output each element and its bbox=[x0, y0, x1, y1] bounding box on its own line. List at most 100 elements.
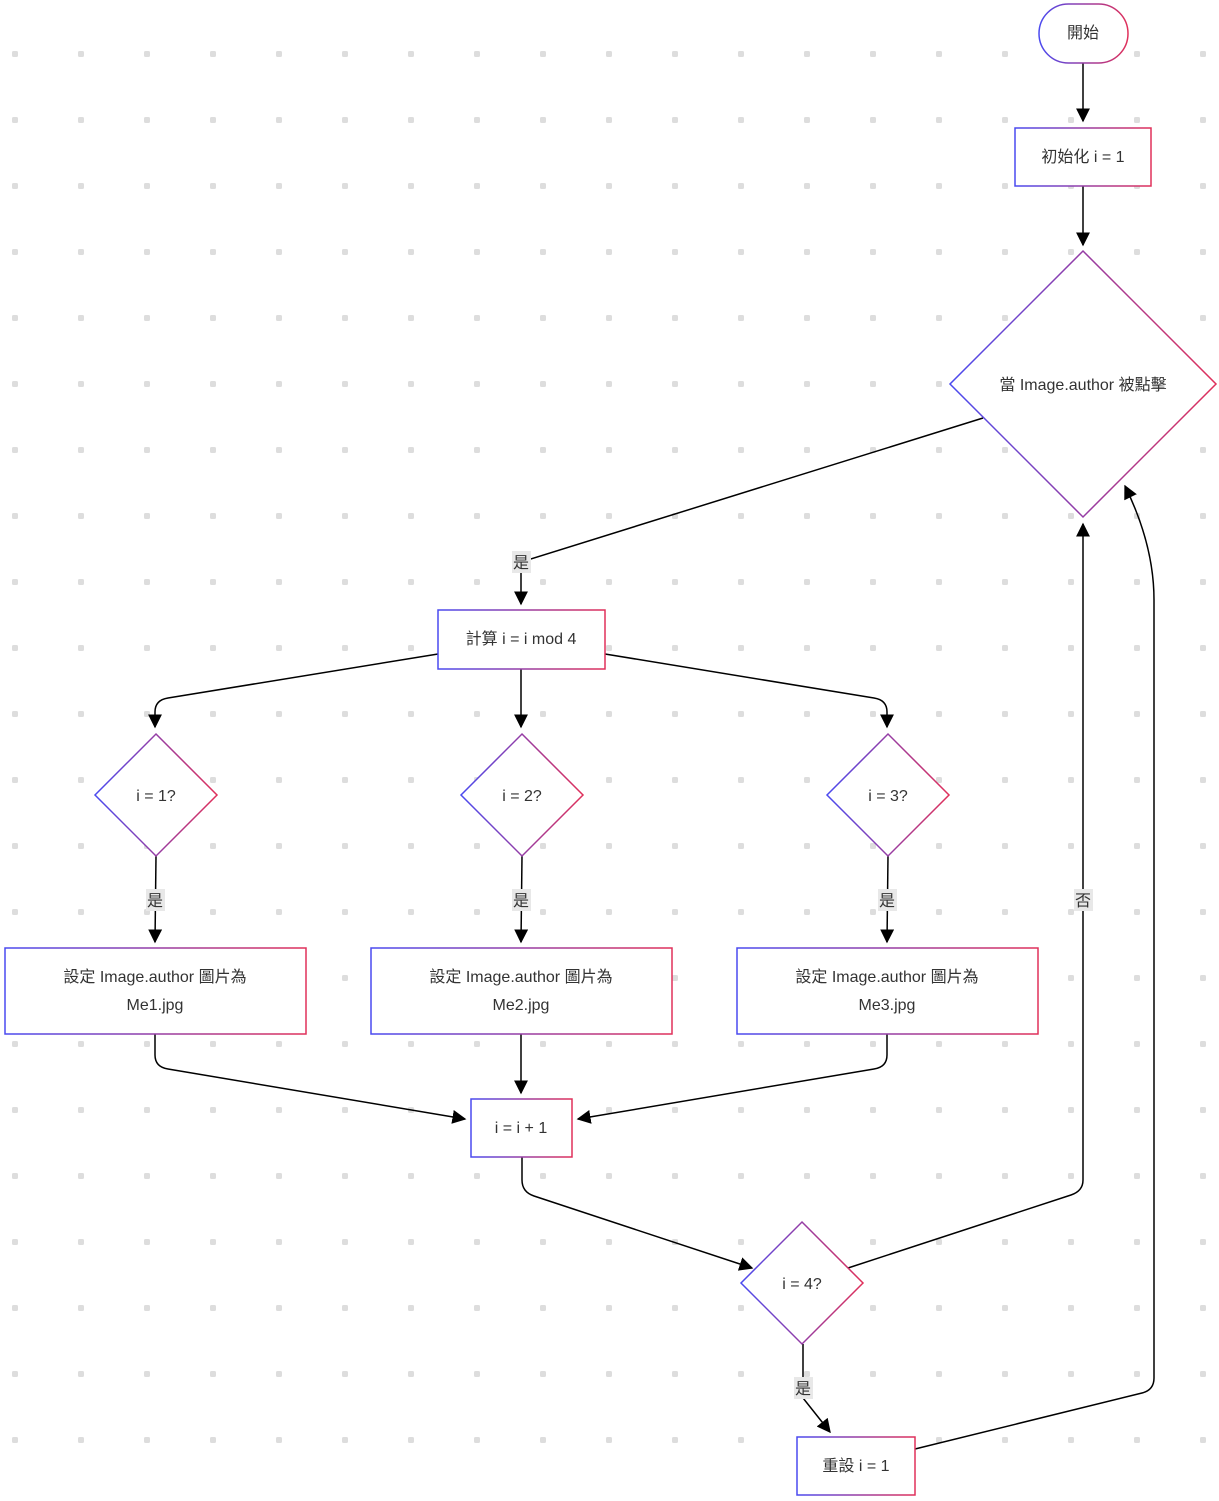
grid-dot bbox=[276, 315, 282, 321]
node-init[interactable]: 初始化 i = 1 bbox=[1014, 127, 1152, 187]
grid-dot bbox=[276, 645, 282, 651]
grid-dot bbox=[540, 1173, 546, 1179]
grid-dot bbox=[540, 1305, 546, 1311]
svg-text:否: 否 bbox=[1075, 893, 1091, 910]
grid-dot bbox=[408, 909, 414, 915]
grid-dot bbox=[1068, 1173, 1074, 1179]
grid-dot bbox=[1134, 843, 1140, 849]
grid-dot bbox=[1200, 117, 1206, 123]
grid-dot bbox=[78, 1173, 84, 1179]
grid-dot bbox=[1134, 1239, 1140, 1245]
node-set-image-3[interactable]: 設定 Image.author 圖片為 Me3.jpg bbox=[736, 947, 1039, 1035]
grid-dot bbox=[870, 579, 876, 585]
grid-dot bbox=[342, 1305, 348, 1311]
grid-dot bbox=[210, 1239, 216, 1245]
grid-dot bbox=[870, 909, 876, 915]
grid-dot bbox=[1068, 909, 1074, 915]
grid-dot bbox=[606, 1305, 612, 1311]
grid-dot bbox=[672, 51, 678, 57]
node-set-image-1[interactable]: 設定 Image.author 圖片為 Me1.jpg bbox=[4, 947, 307, 1035]
grid-dot bbox=[606, 777, 612, 783]
grid-dot bbox=[12, 1305, 18, 1311]
node-click-decision[interactable]: 當 Image.author 被點擊 bbox=[948, 249, 1218, 519]
grid-dot bbox=[78, 381, 84, 387]
node-q1[interactable]: i = 1? bbox=[93, 732, 219, 858]
edge-set3-inc bbox=[576, 1034, 888, 1124]
grid-dot bbox=[408, 51, 414, 57]
grid-dot bbox=[870, 249, 876, 255]
grid-dot bbox=[12, 183, 18, 189]
svg-text:計算 i = i mod 4: 計算 i = i mod 4 bbox=[466, 629, 577, 648]
node-reset[interactable]: 重設 i = 1 bbox=[796, 1436, 916, 1496]
grid-dot bbox=[1002, 249, 1008, 255]
grid-dot bbox=[738, 51, 744, 57]
grid-dot bbox=[1200, 1437, 1206, 1443]
grid-dot bbox=[804, 645, 810, 651]
grid-dot bbox=[408, 1041, 414, 1047]
grid-dot bbox=[78, 1239, 84, 1245]
grid-dot bbox=[210, 645, 216, 651]
grid-dot bbox=[672, 975, 678, 981]
grid-dot bbox=[738, 645, 744, 651]
grid-dot bbox=[210, 447, 216, 453]
grid-dot bbox=[144, 711, 150, 717]
grid-dot bbox=[1134, 645, 1140, 651]
grid-dot bbox=[540, 315, 546, 321]
grid-dot bbox=[12, 1239, 18, 1245]
node-set-image-2[interactable]: 設定 Image.author 圖片為 Me2.jpg bbox=[370, 947, 673, 1035]
grid-dot bbox=[606, 1437, 612, 1443]
node-mod[interactable]: 計算 i = i mod 4 bbox=[437, 609, 606, 670]
grid-dot bbox=[408, 513, 414, 519]
edge-mod-q3 bbox=[604, 653, 894, 729]
grid-dot bbox=[408, 315, 414, 321]
grid-dot bbox=[276, 117, 282, 123]
grid-dot bbox=[1002, 777, 1008, 783]
svg-text:是: 是 bbox=[147, 893, 163, 910]
grid-dot bbox=[210, 51, 216, 57]
grid-dot bbox=[342, 381, 348, 387]
grid-dot bbox=[672, 777, 678, 783]
grid-dot bbox=[804, 249, 810, 255]
grid-dot bbox=[870, 843, 876, 849]
grid-dot bbox=[276, 513, 282, 519]
grid-dot bbox=[474, 183, 480, 189]
grid-dot bbox=[936, 513, 942, 519]
grid-dot bbox=[936, 579, 942, 585]
grid-dot bbox=[936, 315, 942, 321]
grid-dot bbox=[408, 1239, 414, 1245]
grid-dot bbox=[12, 711, 18, 717]
node-increment[interactable]: i = i + 1 bbox=[470, 1098, 573, 1158]
grid-dot bbox=[276, 843, 282, 849]
grid-dot bbox=[672, 1173, 678, 1179]
node-start[interactable]: 開始 bbox=[1038, 3, 1129, 64]
grid-dot bbox=[672, 1041, 678, 1047]
node-q4[interactable]: i = 4? bbox=[739, 1220, 865, 1346]
svg-text:Me2.jpg: Me2.jpg bbox=[493, 997, 550, 1014]
grid-dot bbox=[276, 1371, 282, 1377]
grid-dot bbox=[1200, 513, 1206, 519]
grid-dot bbox=[672, 381, 678, 387]
svg-text:重設 i = 1: 重設 i = 1 bbox=[822, 1457, 889, 1475]
grid-dot bbox=[1200, 777, 1206, 783]
grid-dot bbox=[1068, 777, 1074, 783]
label-q3-yes: 是 bbox=[878, 889, 897, 911]
grid-dot bbox=[1002, 711, 1008, 717]
grid-dot bbox=[342, 51, 348, 57]
grid-dot bbox=[12, 777, 18, 783]
grid-dot bbox=[1002, 579, 1008, 585]
node-q2[interactable]: i = 2? bbox=[459, 732, 585, 858]
grid-dot bbox=[606, 315, 612, 321]
svg-text:i = i + 1: i = i + 1 bbox=[495, 1120, 548, 1137]
grid-dot bbox=[210, 183, 216, 189]
grid-dot bbox=[804, 777, 810, 783]
grid-dot bbox=[276, 579, 282, 585]
grid-dot bbox=[78, 1371, 84, 1377]
grid-dot bbox=[870, 381, 876, 387]
grid-dot bbox=[408, 777, 414, 783]
grid-dot bbox=[606, 645, 612, 651]
grid-dot bbox=[672, 1305, 678, 1311]
grid-dot bbox=[606, 447, 612, 453]
node-q3[interactable]: i = 3? bbox=[825, 732, 951, 858]
grid-dot bbox=[210, 249, 216, 255]
grid-dot bbox=[936, 711, 942, 717]
